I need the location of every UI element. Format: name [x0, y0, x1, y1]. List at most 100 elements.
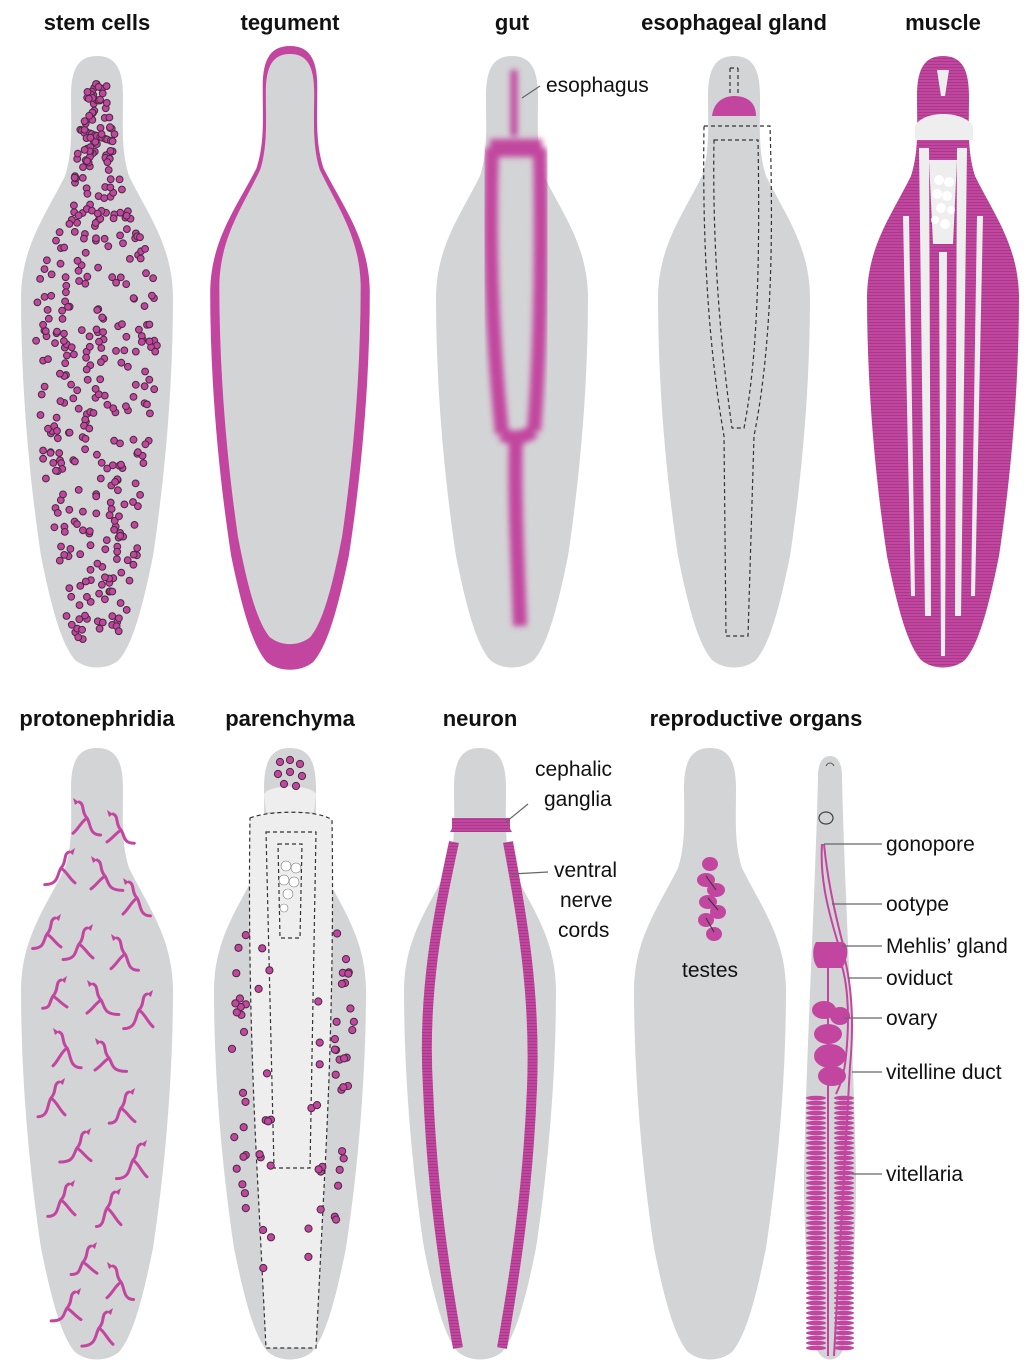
stem-cell-dot: [132, 348, 139, 355]
vitellaria-lobe: [806, 1196, 826, 1201]
stem-cell-dot: [124, 226, 131, 233]
stem-cell-dot: [111, 526, 118, 533]
parenchyma-cell-dot: [296, 760, 303, 767]
vitellaria-lobe: [834, 1151, 854, 1156]
stem-cell-dot: [41, 294, 48, 301]
parenchyma-cell-dot: [332, 1071, 339, 1078]
parenchyma-cell-dot: [260, 1264, 267, 1271]
stem-cell-dot: [66, 506, 73, 513]
stem-cell-dot: [95, 84, 102, 91]
vitellaria-lobe: [806, 1161, 826, 1166]
stem-cell-dot: [123, 333, 130, 340]
label-ventral: ventral: [554, 859, 617, 882]
vitellaria-lobe: [806, 1281, 826, 1286]
stem-cell-dot: [61, 338, 68, 345]
vitellaria-lobe: [806, 1231, 826, 1236]
stem-cell-dot: [58, 543, 65, 550]
stem-cell-dot: [50, 460, 57, 467]
parenchyma-cell-dot: [316, 1039, 323, 1046]
stem-cell-dot: [109, 138, 116, 145]
vitellaria-lobe: [834, 1246, 854, 1251]
stem-cell-dot: [103, 83, 110, 90]
title-reproductive-organs: reproductive organs: [650, 706, 863, 731]
worm-body: [658, 56, 810, 668]
stem-cell-dot: [96, 625, 103, 632]
stem-cell-dot: [98, 359, 105, 366]
stem-cell-dot: [65, 304, 72, 311]
stem-cell-dot: [41, 266, 48, 273]
stem-cell-dot: [125, 363, 132, 370]
stem-cell-dot: [151, 386, 158, 393]
vitellaria-lobe: [806, 1201, 826, 1206]
worm-body: [634, 748, 786, 1360]
stem-cell-dot: [117, 232, 124, 239]
stem-cell-dot: [51, 524, 58, 531]
stem-cell-dot: [72, 458, 79, 465]
stem-cells-panel: [21, 56, 173, 668]
vitellaria-lobe: [834, 1121, 854, 1126]
vitellaria-lobe: [834, 1346, 854, 1351]
stem-cell-dot: [123, 607, 130, 614]
stem-cell-dot: [110, 215, 117, 222]
stem-cell-dot: [86, 425, 93, 432]
stem-cell-dot: [93, 235, 100, 242]
stem-cell-dot: [81, 235, 88, 242]
stem-cell-dot: [97, 96, 104, 103]
stem-cell-dot: [107, 124, 114, 131]
stem-cell-dot: [76, 602, 83, 609]
vitellaria-lobe: [806, 1191, 826, 1196]
parenchyma-cell-dot: [233, 1165, 240, 1172]
stem-cell-dot: [127, 256, 134, 263]
stem-cell-dot: [84, 89, 91, 96]
vitellaria-lobe: [834, 1301, 854, 1306]
stem-cell-dot: [99, 314, 106, 321]
stem-cell-dot: [52, 340, 59, 347]
stem-cell-dot: [45, 315, 52, 322]
stem-cell-dot: [131, 522, 138, 529]
vitellaria-lobe: [806, 1226, 826, 1231]
vitellaria-lobe: [806, 1321, 826, 1326]
stem-cell-dot: [75, 405, 82, 412]
stem-cell-dot: [84, 594, 91, 601]
vitellaria-lobe: [834, 1111, 854, 1116]
parenchyma-cell-dot: [317, 1206, 324, 1213]
stem-cell-dot: [93, 493, 100, 500]
stem-cell-dot: [98, 459, 105, 466]
cephalic-ganglia-stripes: [452, 818, 510, 832]
parenchyma-cell-dot: [231, 1134, 238, 1141]
stem-cell-dot: [117, 532, 124, 539]
stem-cell-dot: [110, 405, 117, 412]
vitellaria-lobe: [834, 1331, 854, 1336]
stem-cell-dot: [83, 366, 90, 373]
stem-cell-dot: [96, 338, 103, 345]
vitellaria-lobe: [834, 1321, 854, 1326]
stem-cell-dot: [98, 345, 105, 352]
title-neuron: neuron: [443, 706, 518, 731]
vitellaria-lobe: [806, 1276, 826, 1281]
stem-cell-dot: [75, 487, 82, 494]
stem-cell-dot: [86, 528, 93, 535]
stem-cell-dot: [63, 289, 70, 296]
vitellaria-lobe: [834, 1311, 854, 1316]
label-esophagus: esophagus: [546, 74, 649, 97]
esophageal-gland-panel: [658, 56, 810, 668]
stem-cell-dot: [107, 499, 114, 506]
parenchyma-cell-dot: [342, 956, 349, 963]
parenchyma-cell-dot: [292, 782, 299, 789]
stem-cell-dot: [118, 359, 125, 366]
stem-cell-dot: [112, 479, 119, 486]
stem-cell-dot: [71, 202, 78, 209]
vitellaria-lobe: [834, 1141, 854, 1146]
female-panel: [804, 756, 882, 1360]
stem-cell-dot: [48, 292, 55, 299]
label-oviduct: oviduct: [886, 967, 953, 990]
stem-cell-dot: [61, 330, 68, 337]
parenchyma-panel: [214, 748, 366, 1360]
stem-cell-dot: [53, 467, 60, 474]
stem-cell-dot: [102, 596, 109, 603]
vitellaria-lobe: [806, 1096, 826, 1101]
vitellaria-lobe: [834, 1186, 854, 1191]
vitellaria-lobe: [834, 1316, 854, 1321]
title-stem-cells: stem cells: [44, 10, 150, 35]
